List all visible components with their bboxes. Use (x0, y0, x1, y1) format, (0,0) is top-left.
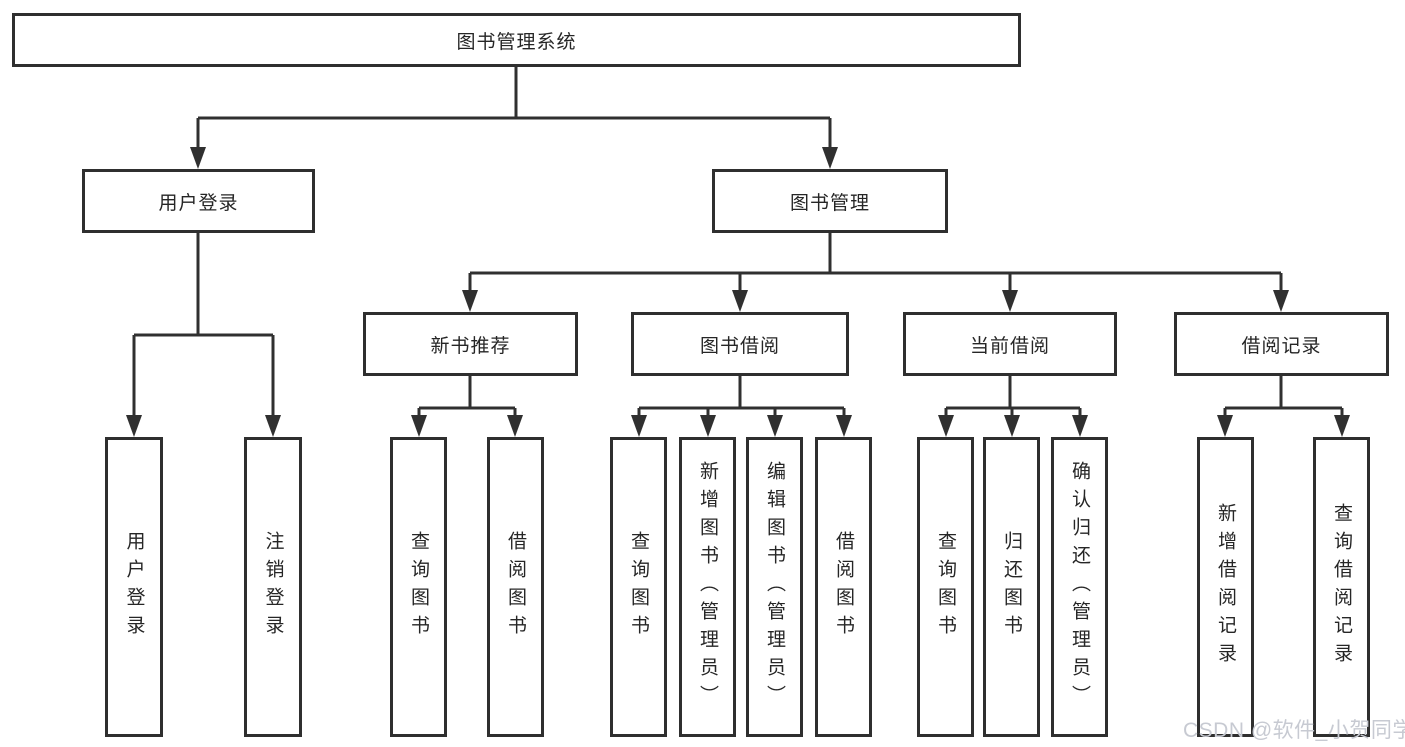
node-label: 借阅记录 (1241, 335, 1322, 357)
leaf-add-books-admin: 新增图书（管理员） (679, 437, 736, 737)
node-borrow-record: 借阅记录 (1174, 312, 1389, 376)
node-label: 图书管理系统 (456, 31, 577, 53)
leaf-confirm-return-admin: 确认归还（管理员） (1051, 437, 1108, 737)
node-label: 注销登录 (262, 531, 284, 643)
node-label: 新书推荐 (430, 335, 511, 357)
node-label: 归还图书 (1001, 531, 1022, 643)
arrowheads (126, 147, 1350, 437)
node-label: 编辑图书（管理员） (764, 461, 785, 713)
leaf-query-books-current: 查询图书 (917, 437, 974, 737)
node-label: 当前借阅 (969, 335, 1050, 357)
node-label: 图书管理 (789, 192, 870, 214)
node-label: 新增借阅记录 (1215, 503, 1236, 671)
node-label: 查询借阅记录 (1331, 503, 1352, 671)
leaf-add-borrow-record: 新增借阅记录 (1197, 437, 1254, 737)
leaf-edit-books-admin: 编辑图书（管理员） (746, 437, 803, 737)
leaf-return-books: 归还图书 (983, 437, 1040, 737)
node-label: 查询图书 (628, 531, 649, 643)
node-book-borrow: 图书借阅 (631, 312, 849, 376)
leaf-query-borrow-record: 查询借阅记录 (1313, 437, 1370, 737)
leaf-user-login: 用户登录 (105, 437, 163, 737)
node-label: 借阅图书 (505, 531, 526, 643)
leaf-logout: 注销登录 (244, 437, 302, 737)
leaf-borrow-books-recommend: 借阅图书 (487, 437, 544, 737)
node-book-management-system: 图书管理系统 (12, 13, 1021, 67)
leaf-query-books-recommend: 查询图书 (390, 437, 447, 737)
node-new-book-recommend: 新书推荐 (363, 312, 578, 376)
node-book-management: 图书管理 (712, 169, 948, 233)
csdn-watermark: CSDN @软件_小贺同学 (1183, 719, 1405, 742)
node-label: 借阅图书 (833, 531, 854, 643)
node-label: 查询图书 (935, 531, 956, 643)
node-label: 新增图书（管理员） (697, 461, 718, 713)
node-current-borrow: 当前借阅 (903, 312, 1117, 376)
leaf-borrow-books: 借阅图书 (815, 437, 872, 737)
node-label: 用户登录 (123, 531, 145, 643)
node-label: 图书借阅 (699, 335, 780, 357)
node-user-login: 用户登录 (82, 169, 315, 233)
node-label: 确认归还（管理员） (1069, 461, 1090, 713)
node-label: 查询图书 (408, 531, 429, 643)
node-label: 用户登录 (158, 192, 239, 214)
leaf-query-books-borrow: 查询图书 (610, 437, 667, 737)
